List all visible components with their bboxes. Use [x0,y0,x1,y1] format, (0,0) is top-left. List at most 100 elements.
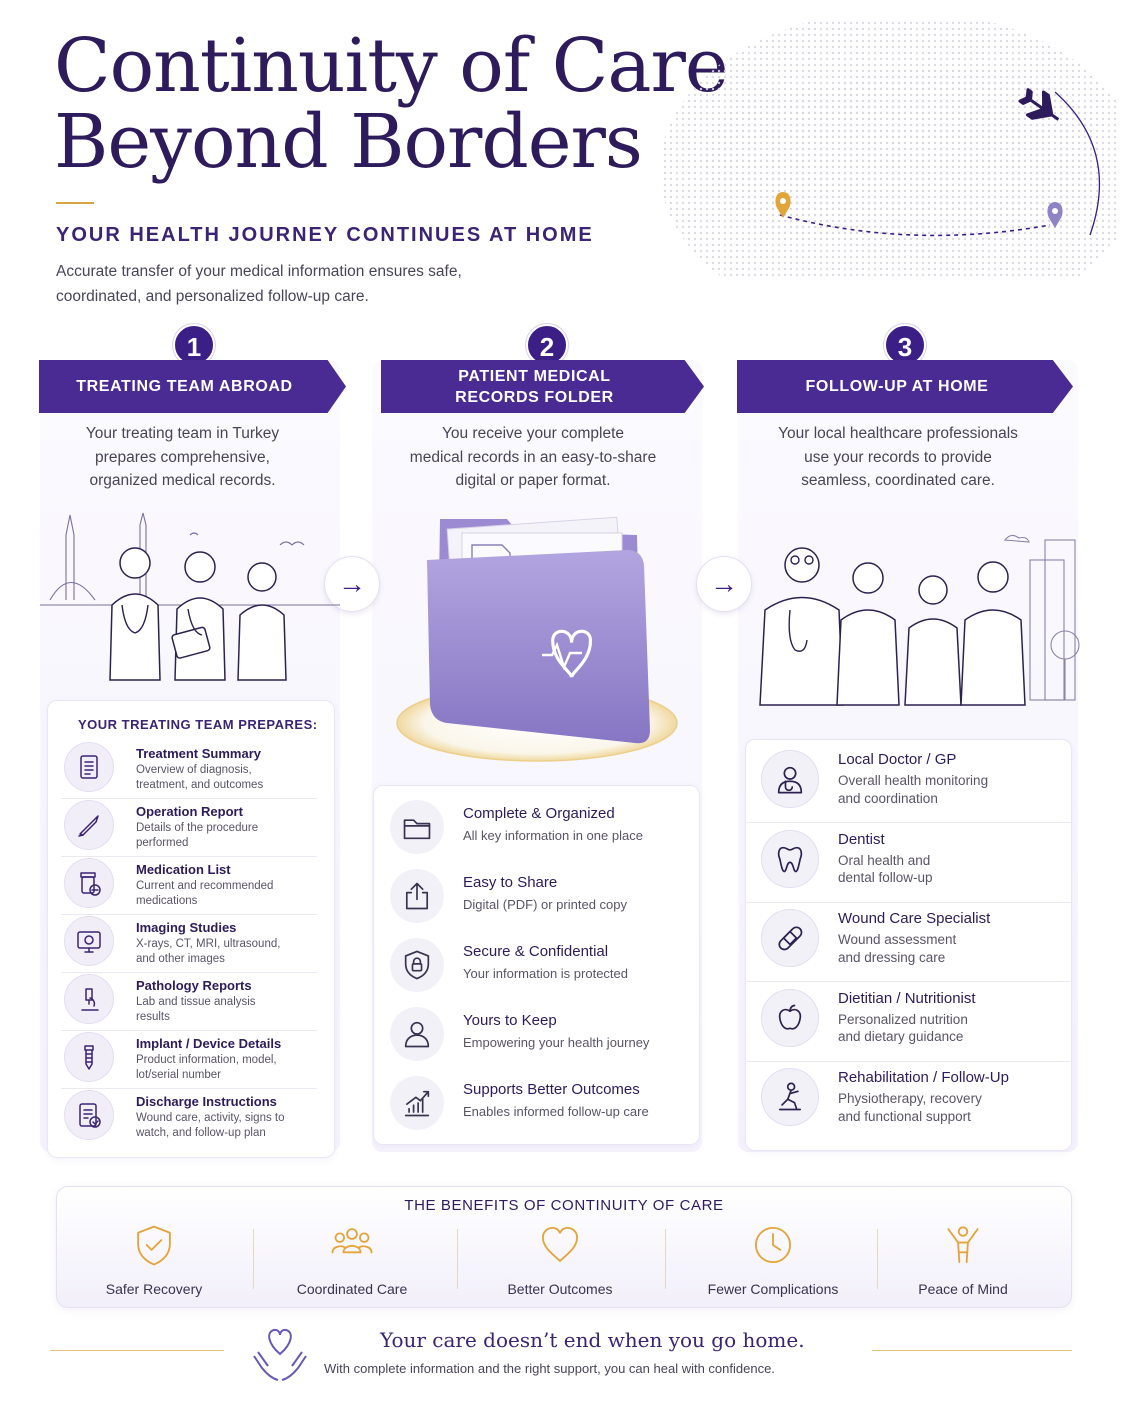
document-icon [64,742,114,792]
feature-description: All key information in one place [463,828,643,843]
scalpel-icon [64,800,114,850]
step-2-banner: PATIENT MEDICAL RECORDS FOLDER [381,360,704,413]
feature-title: Complete & Organized [463,805,615,822]
implant-icon [64,1032,114,1082]
item-description-line: Product information, model, [136,1054,277,1066]
item-title: Imaging Studies [136,920,237,935]
caring-hands-icon [253,1328,307,1381]
destination-pin-icon [1047,202,1063,228]
item-divider [61,1088,317,1089]
care-description-line: Wound assessment [838,932,957,947]
step-3-badge: 3 [884,324,926,366]
microscope-icon [64,974,114,1024]
step-3-desc-line: seamless, coordinated care. [801,472,995,489]
step-3-description: Your local healthcare professionals use … [748,422,1048,493]
shield-check-icon [54,1221,254,1269]
step-1-label: TREATING TEAM ABROAD [76,378,293,395]
footer-tagline: Your care doesn’t end when you go home. [380,1328,805,1352]
item-divider [745,901,1072,903]
benefit-label: Better Outcomes [507,1281,613,1297]
step-2-label-line-2: RECORDS FOLDER [455,388,614,406]
care-description-line: and coordination [838,790,938,806]
bandage-icon [761,909,819,967]
item-divider [745,822,1072,823]
step-1-desc-line: Your treating team in Turkey [85,425,280,442]
item-divider [61,914,317,915]
page-subtitle: YOUR HEALTH JOURNEY CONTINUES AT HOME [56,224,594,246]
checklist-icon [64,1090,114,1140]
step-2-desc-line: digital or paper format. [455,472,611,489]
item-description-line: Lab and tissue analysis [136,996,256,1008]
benefit-item: Better Outcomes [460,1221,660,1297]
step-2-desc-line: medical records in an easy-to-share [409,448,657,466]
item-description-line: medications [136,894,198,907]
heart-icon [460,1221,660,1269]
feature-description: Your information is protected [463,966,629,981]
intro-text: Accurate transfer of your medical inform… [56,259,536,309]
benefit-label: Coordinated Care [296,1281,408,1297]
medication-icon [64,858,114,908]
item-description-line: watch, and follow-up plan [136,1126,266,1139]
benefit-label: Peace of Mind [918,1281,1008,1297]
step-3-desc-line: use your records to provide [804,448,992,466]
share-icon [390,869,444,923]
item-title: Pathology Reports [136,978,252,993]
medical-team-illustration [40,512,340,681]
records-folder-illustration [396,516,678,762]
benefit-item: Peace of Mind [863,1221,1063,1297]
step-2-description: You receive your complete medical record… [383,422,683,493]
feature-title: Secure & Confidential [463,943,609,960]
item-divider [61,1030,317,1031]
care-provider-title: Dietitian / Nutritionist [838,989,976,1007]
apple-icon [761,988,819,1047]
care-description-line: dental follow-up [838,870,933,885]
chart-up-icon [390,1076,444,1130]
step-3-desc-line: Your local healthcare professionals [778,425,1018,442]
step-2-badge: 2 [526,324,568,366]
item-divider [745,981,1072,982]
care-provider-title: Wound Care Specialist [838,910,991,927]
step-1-description: Your treating team in Turkey prepares co… [50,422,315,493]
item-divider [61,856,317,857]
item-divider [745,1060,1072,1062]
world-map-illustration [660,20,1120,280]
lock-shield-icon [390,938,444,992]
step-1-desc-line: organized medical records. [89,472,276,489]
benefit-item: Safer Recovery [54,1221,254,1297]
joy-person-icon [863,1221,1063,1269]
arrow-right-icon: → [324,556,380,612]
care-provider-title: Dentist [838,830,885,848]
monitor-icon [64,916,114,966]
footer-divider-left [50,1350,224,1351]
folder-icon [390,800,444,854]
item-title: Operation Report [136,804,243,819]
item-description-line: Details of the procedure [136,822,259,834]
benefit-divider [665,1229,666,1289]
benefits-title: THE BENEFITS OF CONTINUITY OF CARE [404,1197,724,1214]
item-description-line: lot/serial number [136,1068,222,1081]
title-divider [56,202,94,204]
step-1-desc-line: prepares comprehensive, [95,448,270,466]
intro-line-2: coordinated, and personalized follow-up … [56,288,369,305]
item-description-line: Current and recommended [136,880,274,892]
item-title: Medication List [136,862,231,877]
page-title: Continuity of Care Beyond Borders [54,28,729,180]
